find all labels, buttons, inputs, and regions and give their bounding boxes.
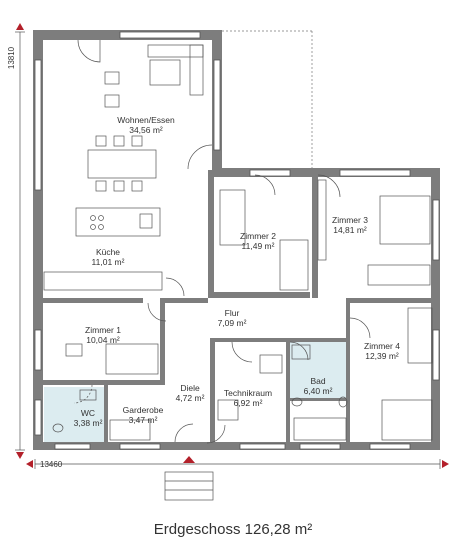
room-area-zimmer-2: 11,49 m² xyxy=(242,241,275,251)
dimension-lines xyxy=(15,31,441,469)
room-area-zimmer-3: 14,81 m² xyxy=(333,225,367,235)
arrow-down-icon xyxy=(16,452,24,459)
room-area-wohnen: 34,56 m² xyxy=(129,125,163,135)
room-name-garderobe: Garderobe xyxy=(123,405,164,415)
height-dimension-label: 13810 xyxy=(7,46,16,69)
arrow-left-icon xyxy=(26,460,33,468)
tiled-floors xyxy=(44,342,350,442)
room-name-diele: Diele xyxy=(180,383,200,393)
room-area-technikraum: 6,92 m² xyxy=(234,398,263,408)
room-labels: Wohnen/Essen 34,56 m² Küche 11,01 m² Zim… xyxy=(74,115,401,428)
room-name-zimmer-4: Zimmer 4 xyxy=(364,341,400,351)
room-name-zimmer-1: Zimmer 1 xyxy=(85,325,121,335)
windows xyxy=(34,31,440,450)
room-area-wc: 3,38 m² xyxy=(74,418,103,428)
room-area-kueche: 11,01 m² xyxy=(92,257,125,267)
arrow-right-icon xyxy=(442,460,449,468)
room-name-wc: WC xyxy=(81,408,95,418)
room-name-zimmer-2: Zimmer 2 xyxy=(240,231,276,241)
room-name-flur: Flur xyxy=(225,308,240,318)
room-name-kueche: Küche xyxy=(96,247,120,257)
width-dimension-label: 13460 xyxy=(40,460,63,469)
room-name-zimmer-3: Zimmer 3 xyxy=(332,215,368,225)
room-area-diele: 4,72 m² xyxy=(176,393,205,403)
room-area-garderobe: 3,47 m² xyxy=(129,415,158,425)
room-area-bad: 6,40 m² xyxy=(304,386,333,396)
arrow-up-icon xyxy=(16,23,24,30)
room-name-technikraum: Technikraum xyxy=(224,388,272,398)
room-name-wohnen: Wohnen/Essen xyxy=(117,115,175,125)
room-area-flur: 7,09 m² xyxy=(218,318,247,328)
plan-caption: Erdgeschoss 126,28 m² xyxy=(153,521,313,538)
entrance-arrow-icon xyxy=(183,456,195,463)
room-name-bad: Bad xyxy=(310,376,325,386)
terrace-outline xyxy=(222,30,313,170)
room-area-zimmer-4: 12,39 m² xyxy=(365,351,399,361)
furniture xyxy=(43,44,433,501)
doors xyxy=(73,39,371,444)
arrow-markers xyxy=(16,23,449,468)
room-area-zimmer-1: 10,04 m² xyxy=(86,335,120,345)
